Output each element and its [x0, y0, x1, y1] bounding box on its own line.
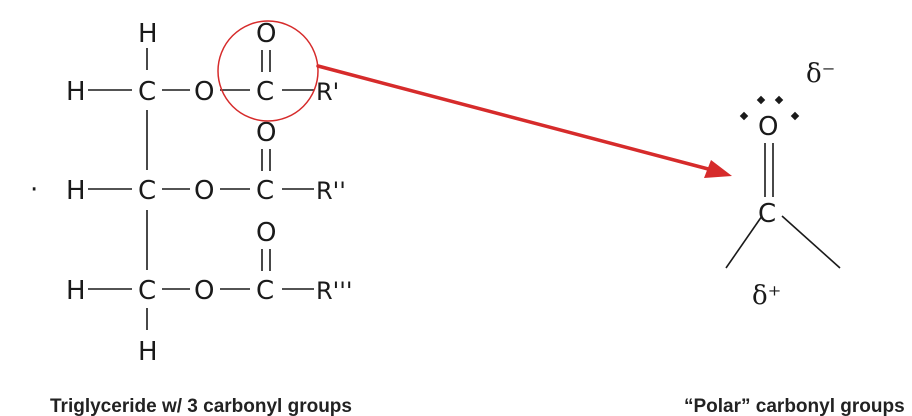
carbonyl-highlight-circle	[217, 20, 319, 122]
row3-ester-oxygen: O	[194, 276, 214, 306]
row3-hydrogen: H	[66, 276, 86, 306]
polar-carbonyl-structure: δ⁻ O C δ⁺	[725, 59, 841, 311]
ester-row-3: H C O O C R'''	[66, 218, 352, 306]
ester-row-2: H C O O C R''	[66, 118, 346, 206]
stray-dot: ·	[30, 175, 38, 205]
top-hydrogen: H	[138, 19, 158, 49]
highlight-arrow	[316, 64, 732, 178]
ester-row-1: H C O O C R'	[66, 19, 339, 107]
lone-pair-dot	[790, 111, 800, 121]
row3-carbonyl-oxygen: O	[256, 218, 276, 248]
lone-pair-dot	[774, 95, 784, 105]
left-substituent-bond	[725, 215, 763, 269]
row1-hydrogen: H	[66, 77, 86, 107]
row3-backbone-carbon: C	[138, 276, 156, 306]
delta-plus-label: δ⁺	[752, 281, 781, 311]
triglyceride-structure: H H · H C O O C R' H C	[30, 19, 352, 367]
arrow-shaft	[316, 64, 714, 172]
carbonyl-carbon: C	[758, 199, 776, 229]
row1-ester-oxygen: O	[194, 77, 214, 107]
row1-r-group: R'	[316, 78, 339, 106]
triglyceride-caption: Triglyceride w/ 3 carbonyl groups	[50, 396, 352, 416]
delta-minus-label: δ⁻	[806, 59, 835, 89]
bottom-hydrogen: H	[138, 337, 158, 367]
row2-carbonyl-oxygen: O	[256, 118, 276, 148]
row3-r-group: R'''	[316, 277, 352, 305]
row2-carbonyl-carbon: C	[256, 176, 274, 206]
row2-ester-oxygen: O	[194, 176, 214, 206]
row1-carbonyl-carbon: C	[256, 77, 274, 107]
row2-backbone-carbon: C	[138, 176, 156, 206]
carbonyl-oxygen: O	[758, 112, 778, 142]
row1-carbonyl-oxygen: O	[256, 19, 276, 49]
arrow-head	[704, 160, 732, 178]
row1-backbone-carbon: C	[138, 77, 156, 107]
lone-pair-dot	[756, 95, 766, 105]
lone-pair-dot	[739, 111, 749, 121]
row2-r-group: R''	[316, 177, 346, 205]
row2-hydrogen: H	[66, 176, 86, 206]
row3-carbonyl-carbon: C	[256, 276, 274, 306]
polar-carbonyl-caption: “Polar” carbonyl groups	[684, 396, 905, 416]
right-substituent-bond	[781, 215, 841, 269]
